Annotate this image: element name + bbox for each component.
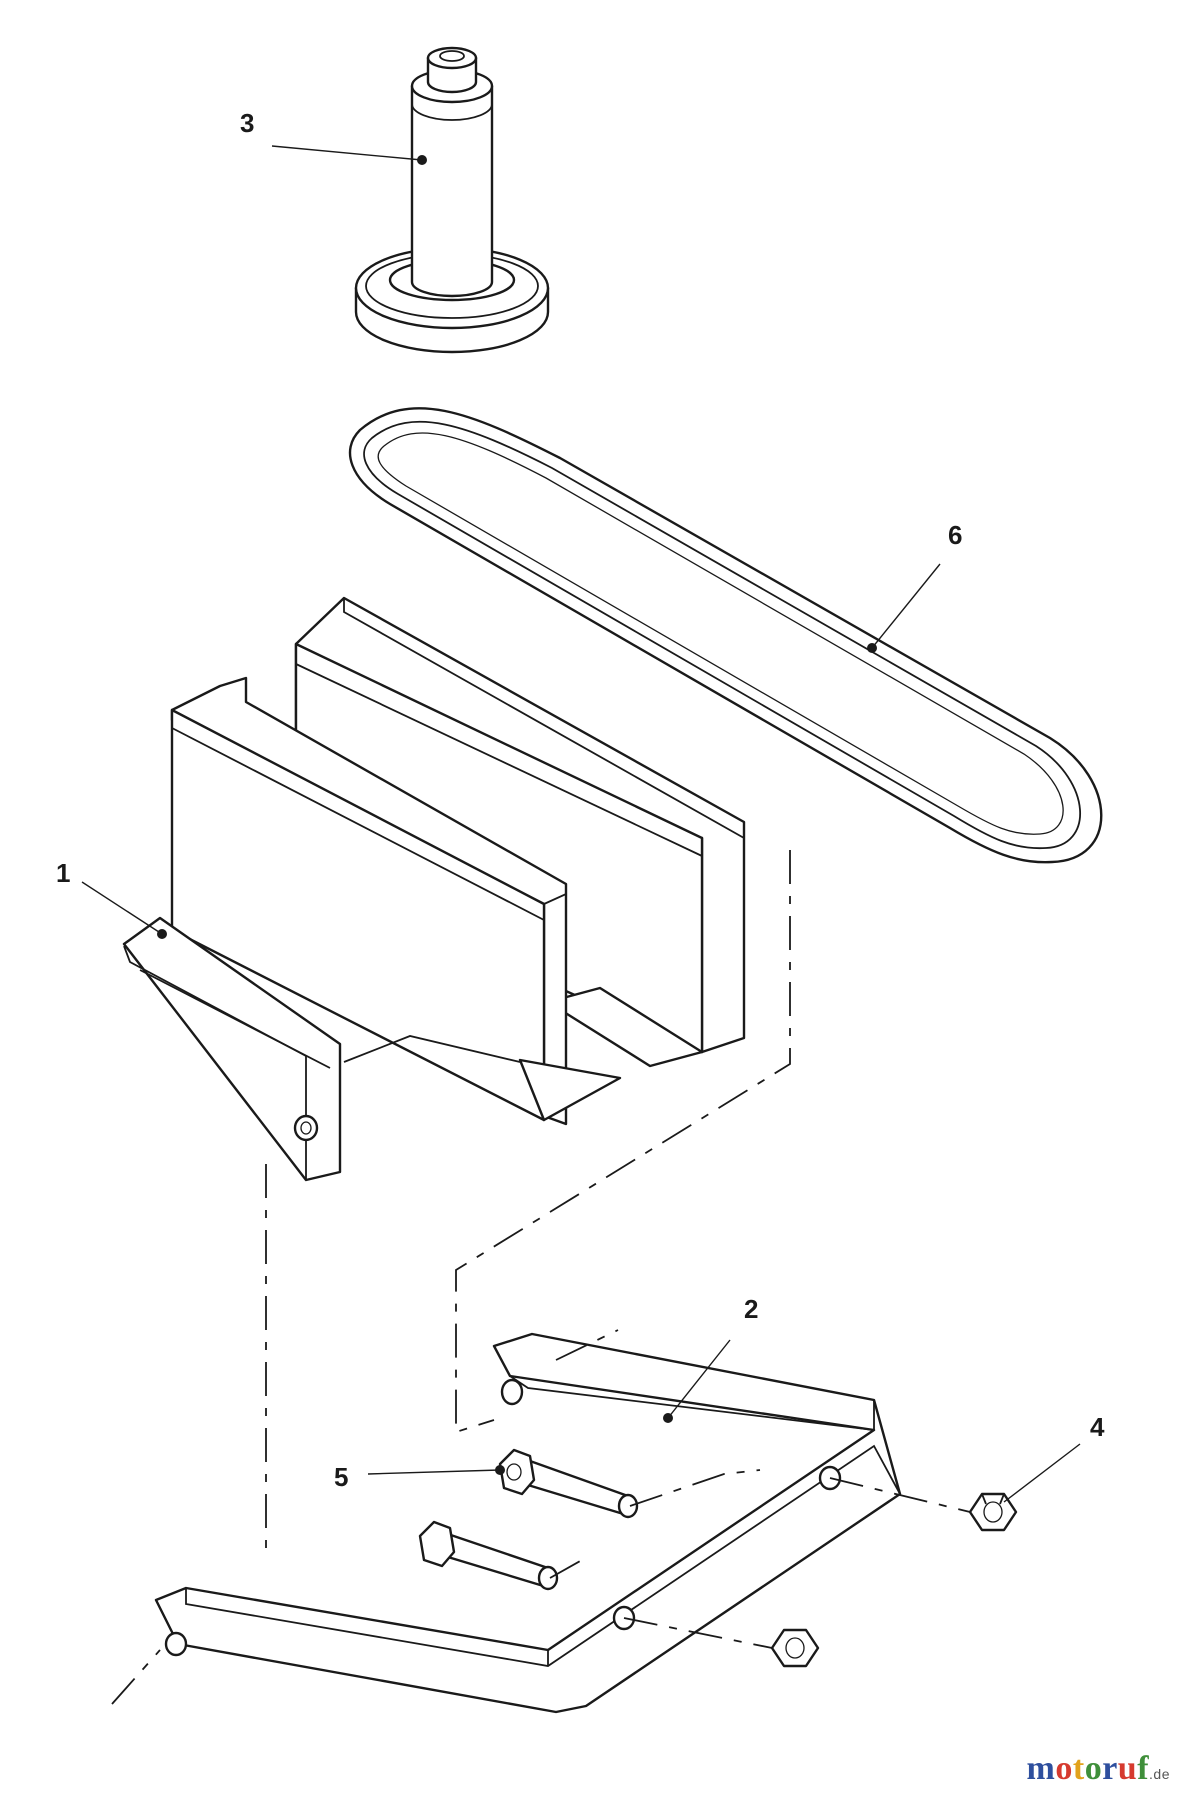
watermark-suffix: .de [1149,1766,1170,1782]
callout-4: 4 [1003,1412,1105,1503]
watermark-logo: motoruf.de [1027,1750,1170,1788]
callout-6: 6 [867,520,962,653]
drive-belt-part-6 [348,407,1103,864]
watermark-letters: motoruf [1027,1750,1150,1787]
watermark-letter: t [1072,1750,1085,1787]
callout-1: 1 [56,858,167,939]
watermark-letter: u [1117,1750,1138,1787]
callout-2: 2 [663,1294,758,1423]
callout-3: 3 [240,108,427,165]
callout-label-6: 6 [948,520,962,550]
pulley-shaft-part-3 [354,46,550,354]
callout-label-3: 3 [240,108,254,138]
watermark-letter: r [1102,1750,1118,1787]
watermark-letter: f [1137,1750,1150,1787]
callout-label-4: 4 [1090,1412,1105,1442]
watermark-letter: o [1055,1750,1073,1787]
watermark-letter: o [1084,1750,1103,1787]
nuts-part-4 [770,1492,1018,1668]
callout-5: 5 [334,1462,505,1492]
base-frame-part-2 [154,1332,902,1714]
assembly-lines [111,850,971,1705]
callout-label-5: 5 [334,1462,348,1492]
bolts-part-5 [418,1448,639,1591]
bracket-part-1 [122,596,746,1182]
callout-label-1: 1 [56,858,70,888]
callout-label-2: 2 [744,1294,758,1324]
watermark-letter: m [1026,1750,1056,1787]
